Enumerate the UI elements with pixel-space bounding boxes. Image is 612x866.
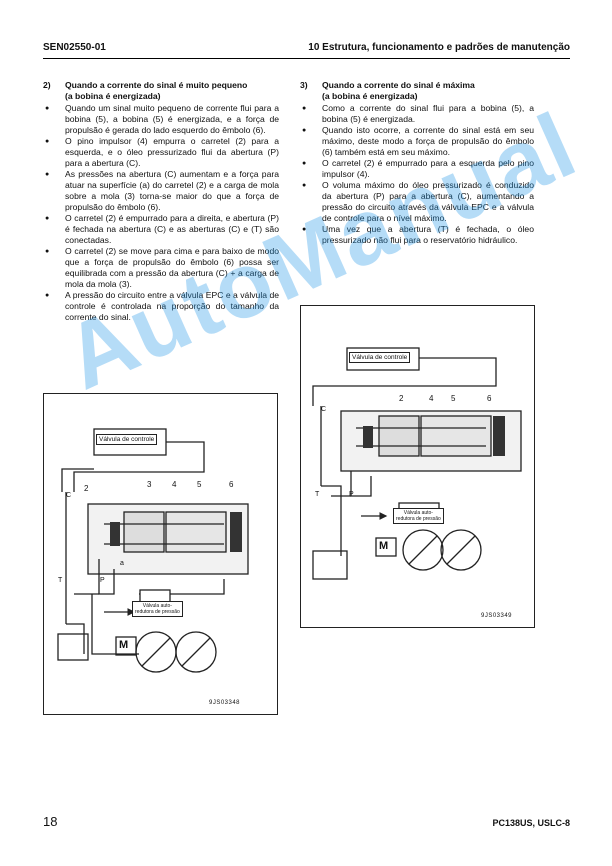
port-a-label: a (120, 560, 124, 567)
motor-label: M (379, 540, 389, 552)
control-valve-label: Válvula de controle (349, 352, 411, 363)
right-subheading: (a bobina é energizada) (322, 91, 418, 101)
header-rule (43, 58, 570, 59)
port-t-label: T (315, 491, 320, 498)
callout-2: 2 (399, 394, 404, 403)
callout-4: 4 (429, 394, 434, 403)
list-item: Quando isto ocorre, a corrente do sinal … (300, 125, 534, 158)
motor-label: M (119, 639, 129, 651)
callout-6: 6 (487, 394, 492, 403)
list-item: O carretel (2) se move para cima e para … (43, 246, 279, 290)
left-bullet-list: Quando um sinal muito pequeno de corrent… (43, 103, 279, 323)
port-c-label: C (66, 492, 72, 499)
figure-code: 9JS03349 (481, 613, 513, 619)
callout-2: 2 (84, 484, 89, 493)
port-p-label: P (349, 491, 354, 498)
list-item: O carretel (2) é empurrado para a direit… (43, 213, 279, 246)
right-bullet-list: Como a corrente do sinal flui para a bob… (300, 103, 534, 246)
callout-3: 3 (147, 480, 152, 489)
left-subheading: (a bobina é energizada) (65, 91, 161, 101)
list-item: A pressão do circuito entre a válvula EP… (43, 290, 279, 323)
list-item: Quando um sinal muito pequeno de corrent… (43, 103, 279, 136)
callout-4: 4 (172, 480, 177, 489)
list-item: O carretel (2) é empurrado para a esquer… (300, 158, 534, 180)
reducing-valve-label: Válvula auto- redutora de pressão (393, 508, 444, 524)
port-c-label: C (321, 406, 327, 413)
left-heading: 2)Quando a corrente do sinal é muito peq… (43, 80, 279, 102)
figure-code: 9JS03348 (209, 700, 241, 706)
list-item: Uma vez que a abertura (T) é fechada, o … (300, 224, 534, 246)
list-item: O pino impulsor (4) empurra o carretel (… (43, 136, 279, 169)
section-title: 10 Estrutura, funcionamento e padrões de… (308, 42, 570, 53)
callout-5: 5 (197, 480, 202, 489)
callout-5: 5 (451, 394, 456, 403)
port-p-label: P (100, 577, 105, 584)
left-hydraulic-diagram (57, 428, 249, 673)
control-valve-label: Válvula de controle (96, 434, 158, 445)
model-code: PC138US, USLC-8 (492, 818, 570, 828)
right-hydraulic-diagram (312, 347, 522, 580)
right-figure: Válvula de controle Válvula auto- reduto… (300, 305, 535, 628)
reducing-valve-label: Válvula auto- redutora de pressão (132, 601, 183, 617)
list-item: O voluma máximo do óleo pressurizado é c… (300, 180, 534, 224)
right-heading: 3)Quando a corrente do sinal é máxima (a… (300, 80, 534, 102)
right-column: 3)Quando a corrente do sinal é máxima (a… (300, 80, 534, 246)
left-figure: Válvula de controle Válvula auto- reduto… (43, 393, 278, 715)
port-t-label: T (58, 577, 63, 584)
list-item: Como a corrente do sinal flui para a bob… (300, 103, 534, 125)
list-item: As pressões na abertura (C) aumentam e a… (43, 169, 279, 213)
page-number: 18 (43, 814, 58, 829)
doc-code: SEN02550-01 (43, 42, 106, 53)
left-column: 2)Quando a corrente do sinal é muito peq… (43, 80, 279, 323)
callout-6: 6 (229, 480, 234, 489)
